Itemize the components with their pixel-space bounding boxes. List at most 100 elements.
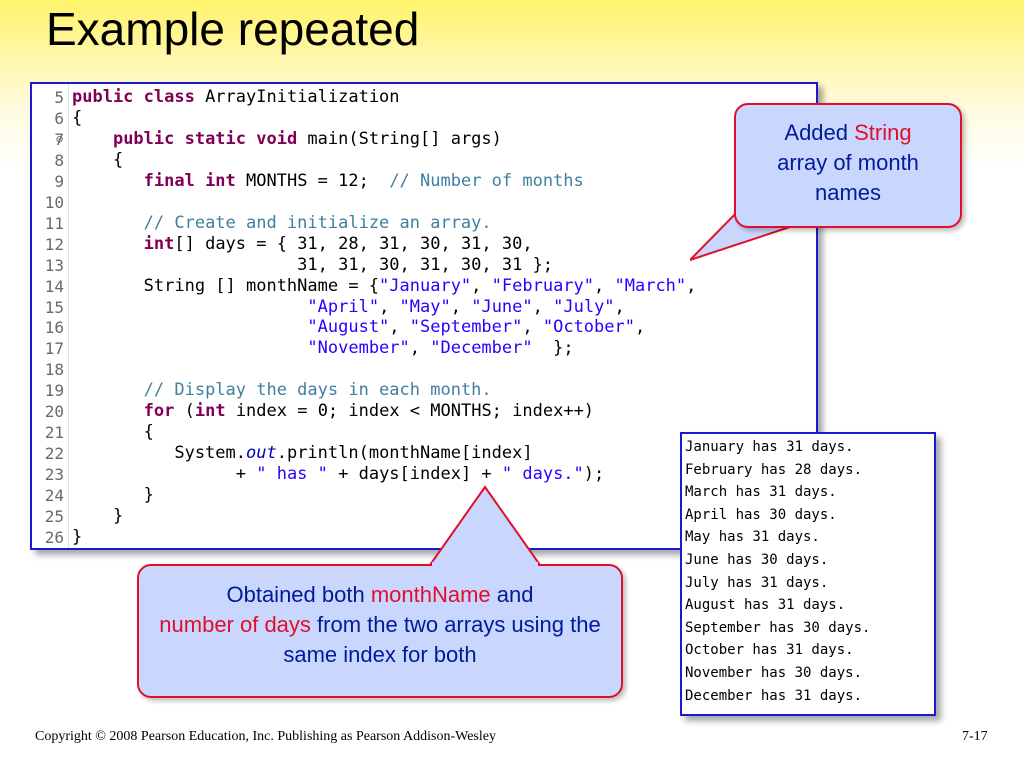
line-number: 11: [44, 213, 64, 233]
code-line: 7⊖ public static void main(String[] args…: [32, 129, 502, 150]
code-token: int: [194, 401, 226, 422]
callout-bottom-text-2: monthName: [370, 582, 491, 607]
code-token: ,: [522, 317, 543, 338]
code-line: 9 final int MONTHS = 12; // Number of mo…: [32, 171, 583, 192]
code-token: "June": [471, 296, 533, 317]
code-token: {: [72, 107, 83, 128]
code-text: + " has " + days[index] + " days.");: [72, 464, 605, 485]
code-line: 17 "November", "December" };: [32, 338, 574, 359]
code-token: }: [72, 485, 154, 506]
callout-bottom-text-1: Obtained both: [226, 582, 371, 607]
code-text: }: [72, 506, 123, 527]
code-text: {: [72, 150, 123, 171]
code-text: "August", "September", "October",: [72, 317, 645, 338]
code-token: ,: [389, 317, 410, 338]
code-line: 14 String [] monthName = {"January", "Fe…: [32, 276, 697, 297]
callout-bottom-text-5: from the two arrays using the same index…: [283, 612, 601, 667]
line-number: 20: [44, 402, 64, 422]
code-token: ,: [634, 317, 646, 338]
code-line: 19 // Display the days in each month.: [32, 380, 492, 401]
code-token: public class: [72, 87, 195, 107]
code-token: "March": [614, 275, 687, 296]
code-text: String [] monthName = {"January", "Febru…: [72, 275, 697, 297]
code-line: 12 int[] days = { 31, 28, 31, 30, 31, 30…: [32, 234, 533, 255]
code-token: ,: [471, 275, 492, 296]
callout-top-text-1: Added: [784, 120, 855, 145]
code-token: " days.": [501, 464, 584, 485]
code-token: " has ": [256, 464, 328, 485]
code-text: // Create and initialize an array.: [72, 213, 492, 234]
code-token: "May": [399, 296, 451, 317]
line-number: 13: [44, 255, 64, 275]
code-text: "November", "December" };: [72, 338, 574, 359]
callout-bottom-text-4: number of days: [159, 612, 311, 637]
callout-obtained-both: Obtained both monthName and number of da…: [137, 564, 623, 698]
code-line: 16 "August", "September", "October",: [32, 317, 646, 338]
console-output-line: July has 31 days.: [685, 574, 829, 591]
fold-marker-icon[interactable]: ⊖: [56, 131, 64, 146]
code-text: System.out.println(monthName[index]: [72, 443, 532, 464]
code-token: ,: [532, 296, 554, 317]
line-number: 15: [44, 297, 64, 317]
code-token: (: [174, 401, 195, 422]
code-token: MONTHS = 12;: [235, 170, 390, 191]
callout-added-string-array: Added String array of month names: [734, 103, 962, 228]
code-token: );: [583, 464, 605, 485]
code-token: final int: [143, 170, 236, 191]
console-output-line: August has 31 days.: [685, 597, 846, 614]
code-line: 24 }: [32, 485, 154, 506]
code-token: "October": [542, 317, 635, 338]
code-token: {: [72, 422, 154, 443]
line-number: 26: [44, 527, 64, 547]
console-output-line: December has 31 days.: [685, 687, 863, 704]
code-text: "April", "May", "June", "July",: [72, 296, 624, 318]
code-token: for: [143, 401, 175, 422]
code-token: {: [72, 149, 124, 170]
code-text: public static void main(String[] args): [72, 129, 502, 150]
callout-pointer-joint: [432, 562, 538, 567]
code-text: {: [72, 422, 154, 443]
code-token: }: [72, 506, 124, 526]
code-token: "August": [307, 317, 390, 338]
code-text: 31, 31, 30, 31, 30, 31 };: [72, 255, 553, 276]
code-text: }: [72, 485, 154, 506]
code-token: // Number of months: [389, 170, 584, 191]
code-token: "July": [553, 296, 615, 317]
code-line: 20 for (int index = 0; index < MONTHS; i…: [32, 401, 594, 422]
footer-copyright: Copyright © 2008 Pearson Education, Inc.…: [35, 729, 496, 744]
code-token: };: [532, 338, 574, 359]
code-line: 13 31, 31, 30, 31, 30, 31 };: [32, 255, 553, 276]
code-token: ,: [450, 296, 472, 317]
console-output-line: April has 30 days.: [685, 506, 837, 523]
code-token: [72, 297, 307, 317]
code-text: final int MONTHS = 12; // Number of mont…: [72, 171, 584, 192]
callout-top-text-2: String: [854, 120, 912, 145]
code-token: "February": [491, 275, 595, 296]
line-number: 23: [44, 465, 64, 485]
line-number: 12: [44, 234, 64, 254]
console-output-line: March has 31 days.: [685, 484, 837, 501]
code-token: "November": [307, 338, 410, 359]
code-token: [72, 213, 144, 233]
console-output-line: January has 31 days.: [685, 439, 854, 455]
code-text: // Display the days in each month.: [72, 380, 492, 401]
code-line: 8 {: [32, 150, 123, 171]
code-token: [72, 338, 307, 358]
line-number: 9: [54, 171, 64, 191]
code-token: +: [72, 464, 257, 485]
code-token: "January": [379, 275, 472, 296]
code-text: int[] days = { 31, 28, 31, 30, 31, 30,: [72, 234, 533, 255]
line-number: 22: [44, 444, 64, 464]
code-token: "September": [409, 317, 523, 338]
console-output-line: May has 31 days.: [685, 529, 820, 546]
line-number: 16: [44, 318, 64, 338]
code-token: String [] monthName = {: [72, 275, 380, 296]
code-token: "April": [307, 296, 380, 317]
console-output-line: September has 30 days.: [685, 619, 871, 636]
code-token: ,: [379, 296, 400, 317]
console-output-line: February has 28 days.: [685, 461, 863, 478]
console-output-panel: January has 31 days. February has 28 days…: [680, 432, 936, 716]
code-line: 23 + " has " + days[index] + " days.");: [32, 464, 605, 485]
